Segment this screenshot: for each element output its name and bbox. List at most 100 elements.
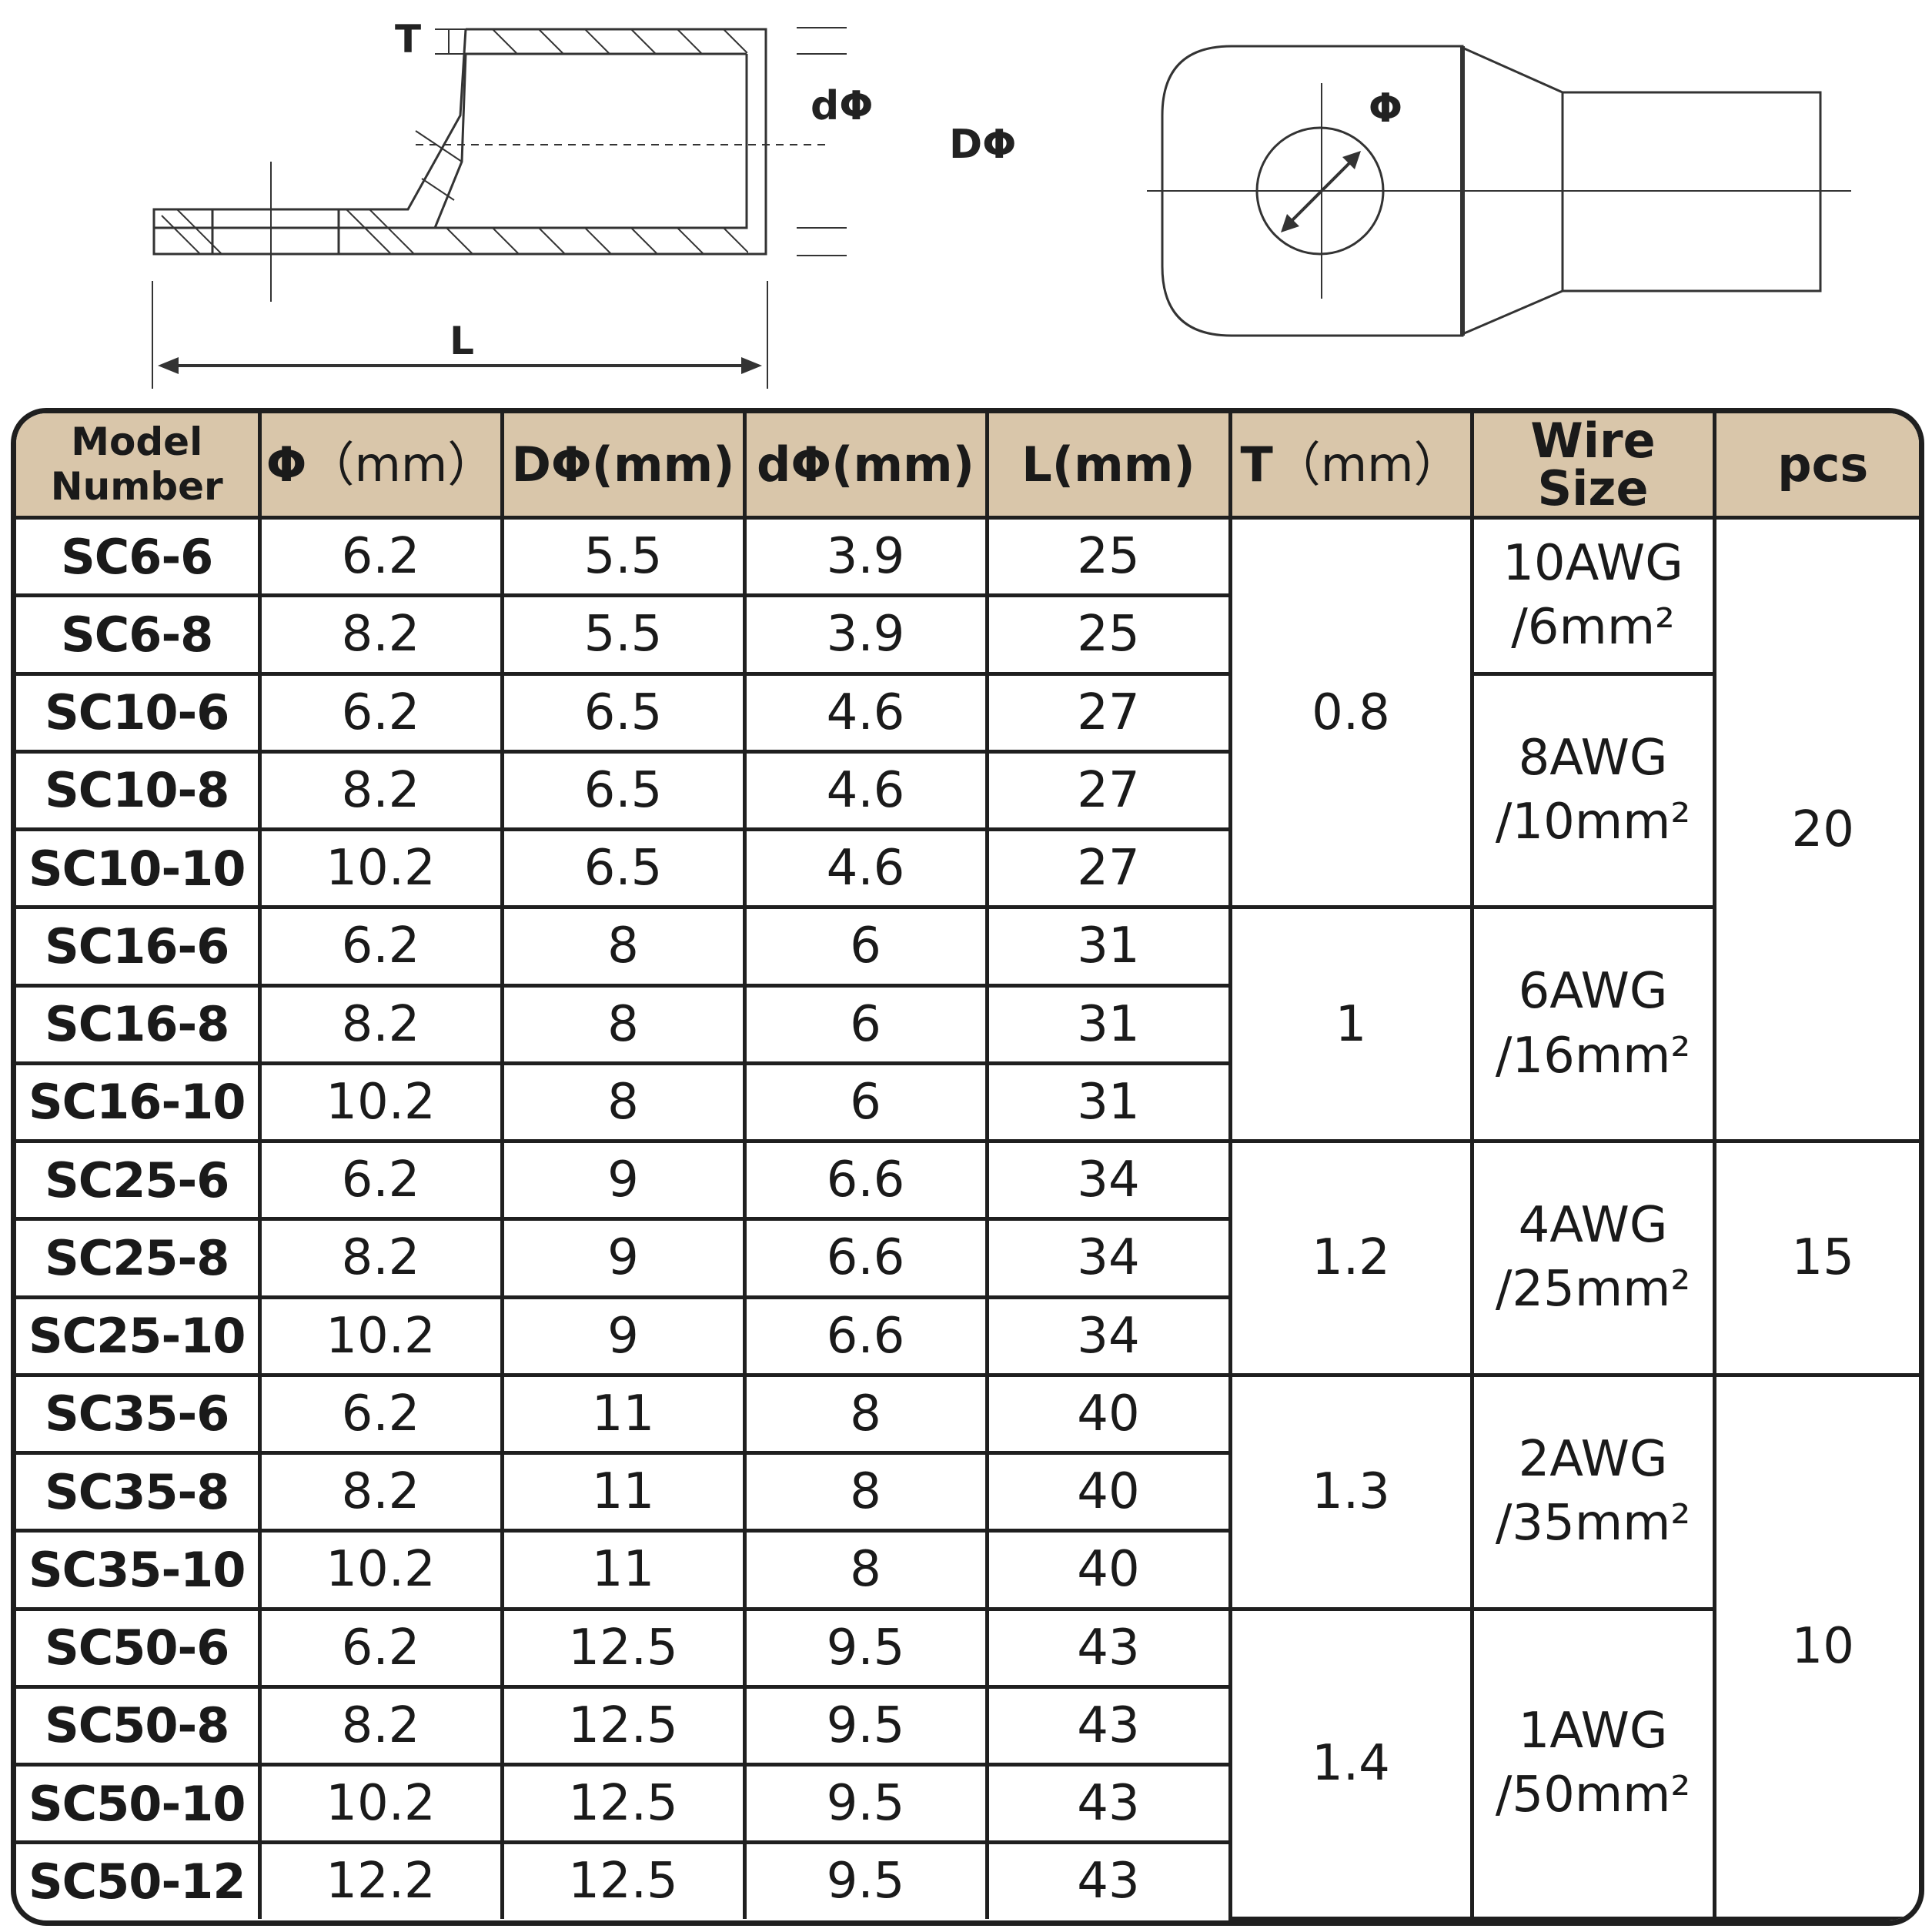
cell-phi: 8.2 — [257, 749, 504, 832]
cell-d-outer: 6.5 — [500, 749, 747, 832]
cell-model: SC6-6 — [16, 515, 262, 598]
cell-d-inner: 4.6 — [742, 827, 989, 910]
cell-thickness: 0.8 — [1228, 515, 1474, 910]
header-thickness: T（mm） — [1228, 413, 1474, 520]
cell-phi: 10.2 — [257, 1529, 504, 1611]
cell-d-outer: 12.5 — [500, 1762, 747, 1845]
cell-d-outer: 9 — [500, 1138, 747, 1222]
header-model-line2: Number — [50, 463, 223, 509]
spec-table-frame: Model Number Φ（mm） DΦ(mm) dΦ(mm) L(mm) T… — [11, 408, 1924, 1926]
cell-phi: 6.2 — [257, 1372, 504, 1456]
header-t-symbol: T — [1240, 436, 1273, 493]
header-d-inner: dΦ(mm) — [742, 413, 989, 520]
table-row: SC6-8 8.2 5.5 3.9 25 — [16, 593, 1919, 676]
cell-d-outer: 5.5 — [500, 515, 747, 598]
cell-phi: 8.2 — [257, 983, 504, 1065]
cell-length: 25 — [984, 515, 1232, 598]
cell-length: 43 — [984, 1684, 1230, 1767]
wire-awg: 8AWG — [1518, 729, 1668, 787]
cell-d-inner: 9.5 — [742, 1606, 989, 1689]
cell-phi: 12.2 — [257, 1840, 504, 1919]
cell-length: 40 — [984, 1372, 1232, 1456]
cell-d-outer: 12.5 — [500, 1840, 747, 1919]
cell-model: SC25-6 — [16, 1138, 262, 1222]
header-phi-symbol: Φ — [266, 436, 307, 493]
cell-model: SC25-8 — [16, 1217, 262, 1299]
table-row: SC16-8 8.2 8 6 31 — [16, 983, 1919, 1065]
cell-d-inner: 4.6 — [742, 749, 989, 832]
table-row: SC50-10 10.2 12.5 9.5 43 — [16, 1762, 1919, 1845]
cell-length: 40 — [984, 1529, 1230, 1611]
spec-table: Model Number Φ（mm） DΦ(mm) dΦ(mm) L(mm) T… — [16, 413, 1919, 1920]
table-row: SC50-6 6.2 12.5 9.5 43 1.4 1AWG/50mm² — [16, 1606, 1919, 1920]
table-row: SC16-10 10.2 8 6 31 — [16, 1061, 1919, 1144]
cell-d-outer: 11 — [500, 1450, 747, 1533]
cell-d-inner: 6.6 — [742, 1217, 989, 1299]
cell-length: 43 — [984, 1606, 1232, 1689]
cell-model: SC16-6 — [16, 905, 262, 988]
cell-pcs: 15 — [1712, 1139, 1919, 1377]
cell-d-outer: 9 — [500, 1295, 747, 1377]
table-row: SC25-10 10.2 9 6.6 34 — [16, 1295, 1919, 1377]
cell-pcs: 20 — [1712, 516, 1919, 1143]
cell-wire-size: 1AWG/50mm² — [1469, 1606, 1714, 1920]
cell-length: 27 — [984, 671, 1232, 754]
wire-awg: 4AWG — [1518, 1197, 1668, 1255]
cell-d-inner: 3.9 — [742, 593, 989, 676]
cell-model: SC16-10 — [16, 1061, 262, 1144]
cell-phi: 6.2 — [257, 905, 504, 988]
cell-length: 43 — [984, 1840, 1230, 1919]
header-d-outer: DΦ(mm) — [500, 413, 747, 520]
cell-d-outer: 12.5 — [500, 1684, 747, 1767]
lug-top-view-diagram: Φ — [1147, 45, 1851, 337]
cell-length: 34 — [984, 1217, 1230, 1299]
cell-phi: 8.2 — [257, 1684, 504, 1767]
cell-length: 34 — [984, 1138, 1232, 1222]
cell-phi: 8.2 — [257, 1450, 504, 1533]
cell-d-outer: 11 — [500, 1529, 747, 1611]
wire-mm2: /35mm² — [1495, 1495, 1691, 1553]
cell-length: 31 — [984, 983, 1230, 1065]
cell-phi: 8.2 — [257, 593, 504, 676]
cell-phi: 10.2 — [257, 1295, 504, 1377]
header-model-number: Model Number — [16, 413, 262, 520]
cell-phi: 6.2 — [257, 1138, 504, 1222]
wire-mm2: /50mm² — [1495, 1767, 1691, 1824]
cell-length: 34 — [984, 1295, 1230, 1377]
cell-d-inner: 9.5 — [742, 1762, 989, 1845]
table-row: SC50-8 8.2 12.5 9.5 43 — [16, 1684, 1919, 1767]
cell-phi: 10.2 — [257, 1762, 504, 1845]
cell-wire-size: 2AWG/35mm² — [1469, 1372, 1716, 1611]
cell-d-outer: 5.5 — [500, 593, 747, 676]
cell-d-inner: 6 — [742, 905, 989, 988]
table-row: SC10-6 6.2 6.5 4.6 27 8AWG/10mm² — [16, 671, 1919, 910]
cell-d-outer: 11 — [500, 1372, 747, 1456]
cell-phi: 6.2 — [257, 515, 504, 598]
table-row: SC35-8 8.2 11 8 40 — [16, 1450, 1919, 1533]
cell-d-outer: 8 — [500, 983, 747, 1065]
cell-wire-size: 8AWG/10mm² — [1469, 671, 1714, 910]
dim-label-inner-diameter: dΦ — [811, 83, 874, 129]
cell-thickness: 1.4 — [1228, 1606, 1474, 1920]
cell-model: SC10-10 — [16, 827, 262, 910]
cell-model: SC6-8 — [16, 593, 262, 676]
cell-length: 25 — [984, 593, 1230, 676]
wire-mm2: /6mm² — [1511, 598, 1675, 656]
table-row: SC10-10 10.2 6.5 4.6 27 — [16, 827, 1919, 910]
cell-d-inner: 6.6 — [742, 1295, 989, 1377]
cell-thickness: 1.2 — [1228, 1139, 1474, 1377]
cell-wire-size: 10AWG/6mm² — [1469, 516, 1716, 676]
cell-length: 40 — [984, 1450, 1230, 1533]
table-row: SC16-6 6.2 8 6 31 1 6AWG/16mm² — [16, 905, 1919, 1143]
cell-length: 31 — [984, 1061, 1230, 1144]
wire-mm2: /25mm² — [1495, 1261, 1691, 1319]
table-row: SC35-6 6.2 11 8 40 1.3 2AWG/35mm² 10 — [16, 1372, 1919, 1920]
cell-d-inner: 8 — [742, 1450, 989, 1533]
table-header-row: Model Number Φ（mm） DΦ(mm) dΦ(mm) L(mm) T… — [16, 413, 1919, 520]
cell-model: SC10-6 — [16, 671, 262, 754]
wire-awg: 1AWG — [1518, 1703, 1668, 1760]
cell-model: SC10-8 — [16, 749, 262, 832]
cell-model: SC16-8 — [16, 983, 262, 1065]
cell-d-outer: 12.5 — [500, 1606, 747, 1689]
cell-d-inner: 9.5 — [742, 1684, 989, 1767]
